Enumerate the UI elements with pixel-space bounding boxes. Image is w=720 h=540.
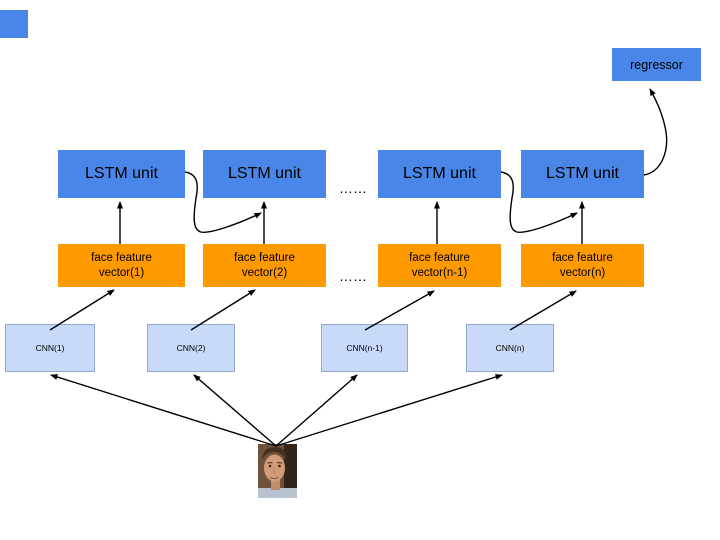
- lstm-row-ellipsis: ……: [339, 180, 367, 196]
- face-feature-vector-1-box: face feature vector(1): [58, 244, 185, 287]
- cnn-3-label: CNN(n-1): [346, 343, 383, 353]
- regressor-box: regressor: [612, 48, 701, 81]
- arrow-face-to-cnn1: [50, 374, 277, 447]
- cnn-n-1-box: CNN(n-1): [321, 324, 408, 372]
- arrow-face-to-cnn3: [275, 374, 358, 447]
- cnn-1-box: CNN(1): [5, 324, 95, 372]
- lstm-unit-1-box: LSTM unit: [58, 150, 185, 198]
- lstm-unit-2-label: LSTM unit: [228, 165, 301, 182]
- lstm-unit-4-box: LSTM unit: [521, 150, 644, 198]
- ffv-4-line2: vector(n): [559, 266, 606, 279]
- regressor-label: regressor: [630, 57, 683, 72]
- partial-shape-top-left: [0, 10, 28, 38]
- ffv-2-line2: vector(2): [241, 266, 288, 279]
- lstm-unit-3-box: LSTM unit: [378, 150, 501, 198]
- cnn-4-label: CNN(n): [495, 343, 525, 353]
- arrow-face-to-cnn2: [193, 374, 277, 447]
- cnn-2-box: CNN(2): [147, 324, 235, 372]
- arrow-lstm4-to-regressor: [643, 88, 668, 176]
- ffv-3-line2: vector(n-1): [411, 266, 468, 279]
- cnn-2-label: CNN(2): [176, 343, 206, 353]
- arrow-face-to-cnn4: [275, 374, 503, 447]
- ffv-row-ellipsis: ……: [339, 268, 367, 284]
- lstm-unit-4-label: LSTM unit: [546, 165, 619, 182]
- face-feature-vector-n-box: face feature vector(n): [521, 244, 644, 287]
- face-feature-vector-n-1-box: face feature vector(n-1): [378, 244, 501, 287]
- cnn-1-label: CNN(1): [35, 343, 65, 353]
- lstm-unit-1-label: LSTM unit: [85, 165, 158, 182]
- ffv-2-line1: face feature: [234, 251, 295, 264]
- cnn-n-box: CNN(n): [466, 324, 554, 372]
- ffv-4-line1: face feature: [552, 251, 613, 264]
- lstm-unit-3-label: LSTM unit: [403, 165, 476, 182]
- lstm-unit-2-box: LSTM unit: [203, 150, 326, 198]
- ffv-3-line1: face feature: [409, 251, 470, 264]
- input-face-image: [258, 444, 297, 498]
- ffv-1-line1: face feature: [91, 251, 152, 264]
- ffv-1-line2: vector(1): [98, 266, 145, 279]
- face-feature-vector-2-box: face feature vector(2): [203, 244, 326, 287]
